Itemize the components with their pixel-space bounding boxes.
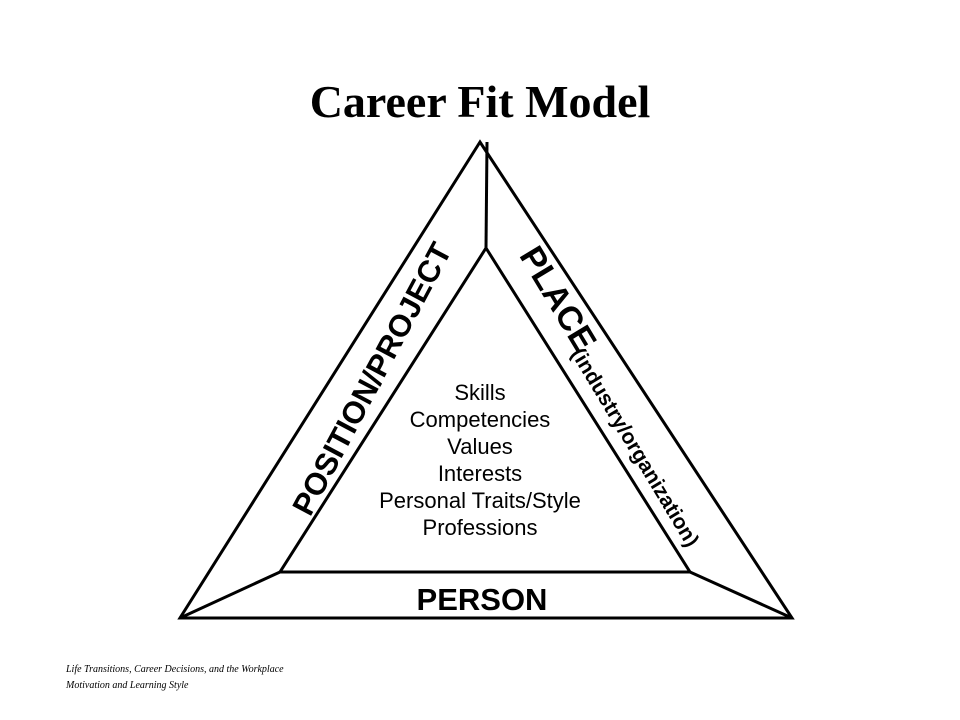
inner-item-professions: Professions (423, 515, 538, 540)
footer-line-2: Motivation and Learning Style (66, 680, 189, 691)
inner-item-values: Values (447, 434, 513, 459)
inner-item-personal-traits: Personal Traits/Style (379, 488, 581, 513)
left-connector (179, 570, 281, 620)
page-title: Career Fit Model (309, 76, 651, 127)
inner-item-interests: Interests (438, 461, 522, 486)
inner-list: Skills Competencies Values Interests Per… (379, 380, 581, 540)
position-project-label: POSITION/PROJECT (285, 237, 458, 521)
right-connector (689, 570, 793, 620)
place-label: PLACE (512, 240, 604, 358)
inner-triangle (277, 245, 693, 574)
footer-caption: Life Transitions, Career Decisions, and … (66, 662, 284, 694)
outer-triangle (177, 139, 795, 620)
inner-item-skills: Skills (454, 380, 505, 405)
footer-line-1: Life Transitions, Career Decisions, and … (66, 664, 284, 675)
top-connector (484, 141, 489, 249)
inner-item-competencies: Competencies (410, 407, 551, 432)
place-sub-label: (industry/organization) (566, 344, 703, 551)
person-label: PERSON (417, 582, 548, 617)
